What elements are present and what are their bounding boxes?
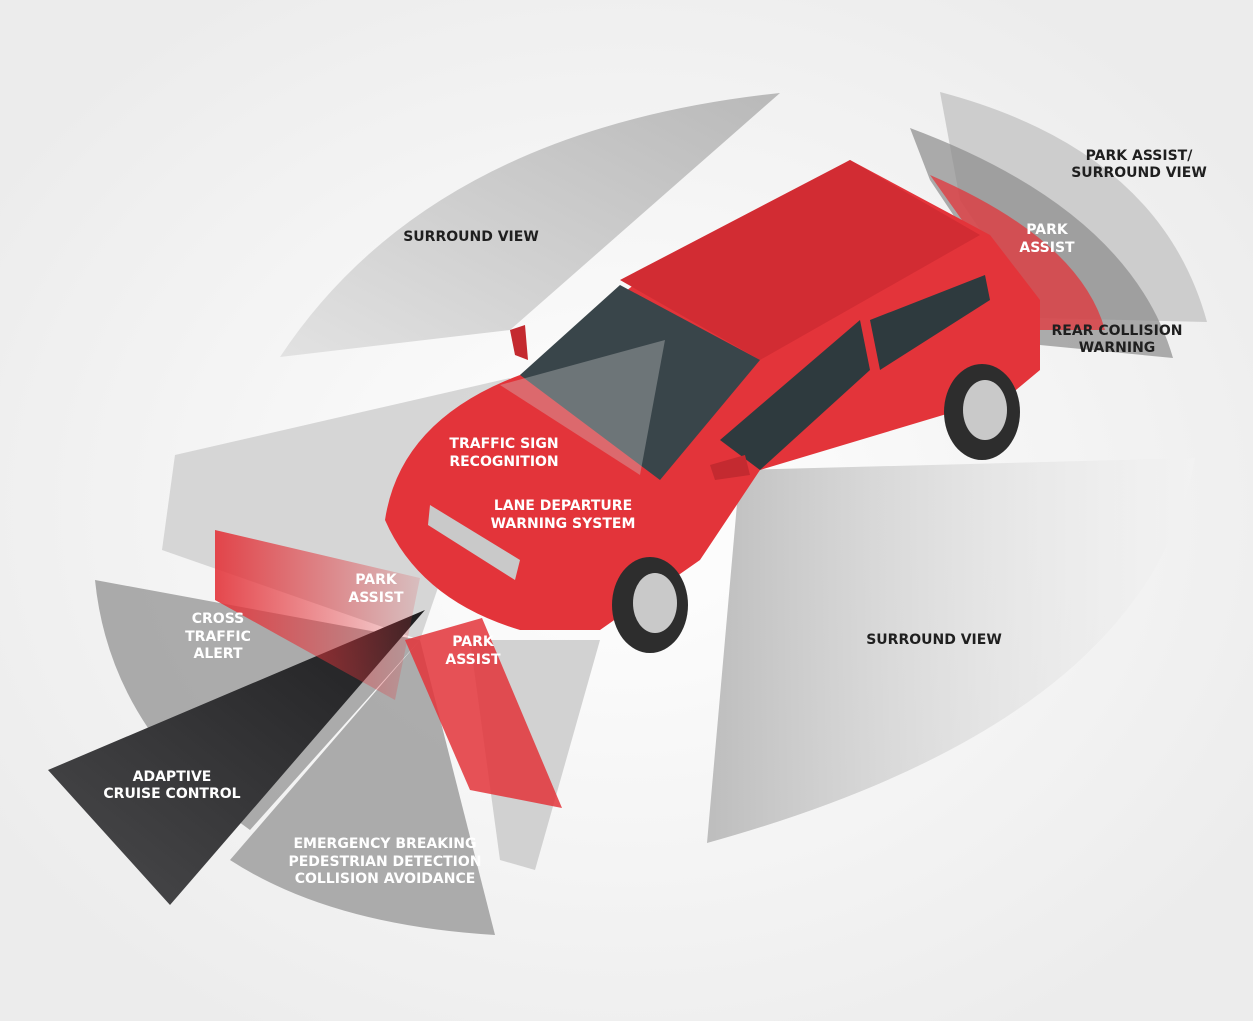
park-assist-front-right-sector <box>405 618 562 808</box>
park-assist-front-left-sector <box>215 530 420 700</box>
label-park-assist-surround-view-2: SURROUND VIEW <box>1071 165 1207 181</box>
surround-view-top-sector <box>280 93 780 357</box>
label-emergency-3: COLLISION AVOIDANCE <box>295 871 476 887</box>
label-cross-traffic-2: TRAFFIC <box>185 629 251 645</box>
label-lane-departure-1: LANE DEPARTURE <box>494 498 632 514</box>
label-park-assist-rear-2: ASSIST <box>1019 240 1075 256</box>
emergency-sector <box>230 640 495 935</box>
label-emergency-1: EMERGENCY BREAKING <box>293 836 476 852</box>
label-surround-view-top: SURROUND VIEW <box>403 229 539 245</box>
label-lane-departure-2: WARNING SYSTEM <box>491 516 636 532</box>
car-illustration <box>385 160 1040 653</box>
label-cross-traffic-1: CROSS <box>192 611 245 627</box>
rear-park-assist-sector <box>930 175 1105 330</box>
label-park-assist-left-2: ASSIST <box>348 590 404 606</box>
label-cross-traffic-3: ALERT <box>193 646 242 662</box>
adaptive-cruise-sector <box>48 610 425 905</box>
label-surround-view-right: SURROUND VIEW <box>866 632 1002 648</box>
surround-view-right-sector <box>707 458 1195 843</box>
label-park-assist-right-1: PARK <box>452 634 495 650</box>
label-park-assist-rear-1: PARK <box>1026 222 1069 238</box>
label-adaptive-cruise-2: CRUISE CONTROL <box>103 786 240 802</box>
label-traffic-sign-1: TRAFFIC SIGN <box>449 436 558 452</box>
label-park-assist-left-1: PARK <box>355 572 398 588</box>
label-traffic-sign-2: RECOGNITION <box>449 454 558 470</box>
label-rear-collision-1: REAR COLLISION <box>1052 323 1183 339</box>
label-rear-collision-2: WARNING <box>1079 340 1156 356</box>
label-park-assist-surround-view-1: PARK ASSIST/ <box>1086 148 1194 164</box>
label-adaptive-cruise-1: ADAPTIVE <box>133 769 212 785</box>
label-emergency-2: PEDESTRIAN DETECTION <box>288 854 481 870</box>
label-park-assist-right-2: ASSIST <box>445 652 501 668</box>
